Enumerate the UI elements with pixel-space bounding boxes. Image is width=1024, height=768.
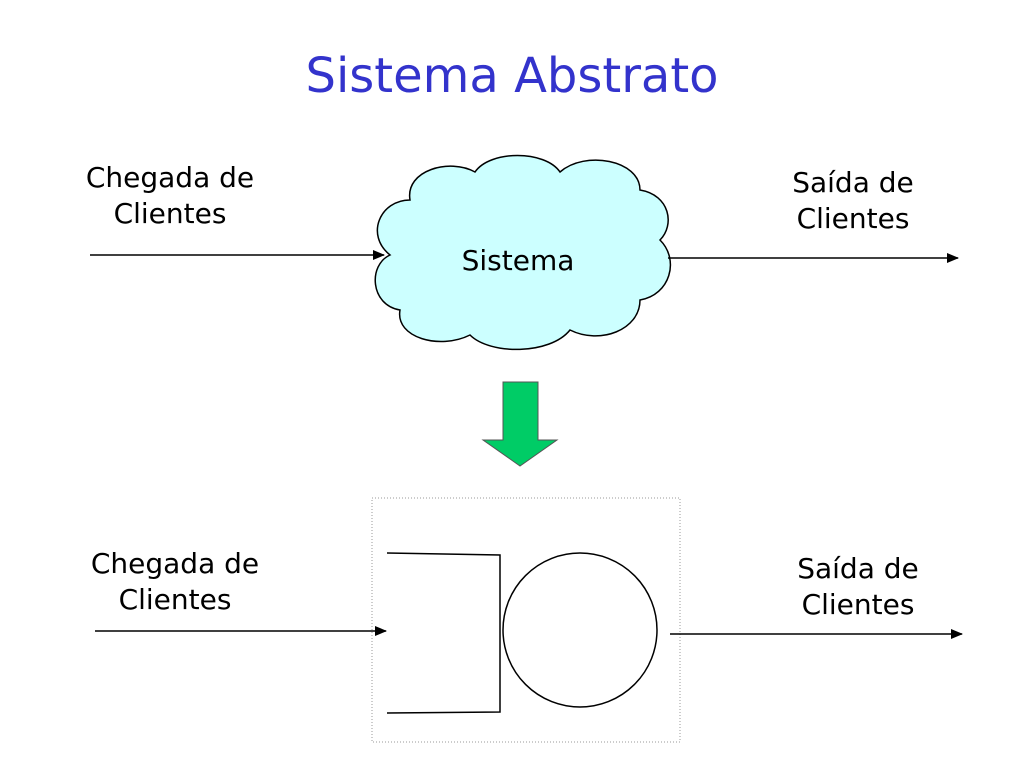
cloud-system-label: Sistema xyxy=(462,244,575,277)
bottom-departure-label-line1: Saída de xyxy=(797,552,919,585)
bottom-arrival-label-line1: Chegada de xyxy=(90,547,260,580)
down-arrow-icon xyxy=(481,381,559,467)
queue-icon xyxy=(386,552,501,714)
bottom-arrival-label-line2: Clientes xyxy=(118,583,232,616)
cloud-icon xyxy=(374,154,671,351)
page-title: Sistema Abstrato xyxy=(305,48,719,104)
top-arrival-label-line1: Chegada de xyxy=(85,161,255,194)
top-departure-label-line1: Saída de xyxy=(792,166,914,199)
bottom-departure-label: Saída de Clientes xyxy=(758,551,958,623)
bottom-arrival-label: Chegada de Clientes xyxy=(75,546,275,618)
top-departure-label-line2: Clientes xyxy=(796,202,910,235)
server-circle-icon xyxy=(502,552,658,708)
bottom-departure-label-line2: Clientes xyxy=(801,588,915,621)
top-arrival-label-line2: Clientes xyxy=(113,197,227,230)
top-arrival-label: Chegada de Clientes xyxy=(70,160,270,232)
top-departure-label: Saída de Clientes xyxy=(753,165,953,237)
system-boundary-box xyxy=(371,497,681,743)
